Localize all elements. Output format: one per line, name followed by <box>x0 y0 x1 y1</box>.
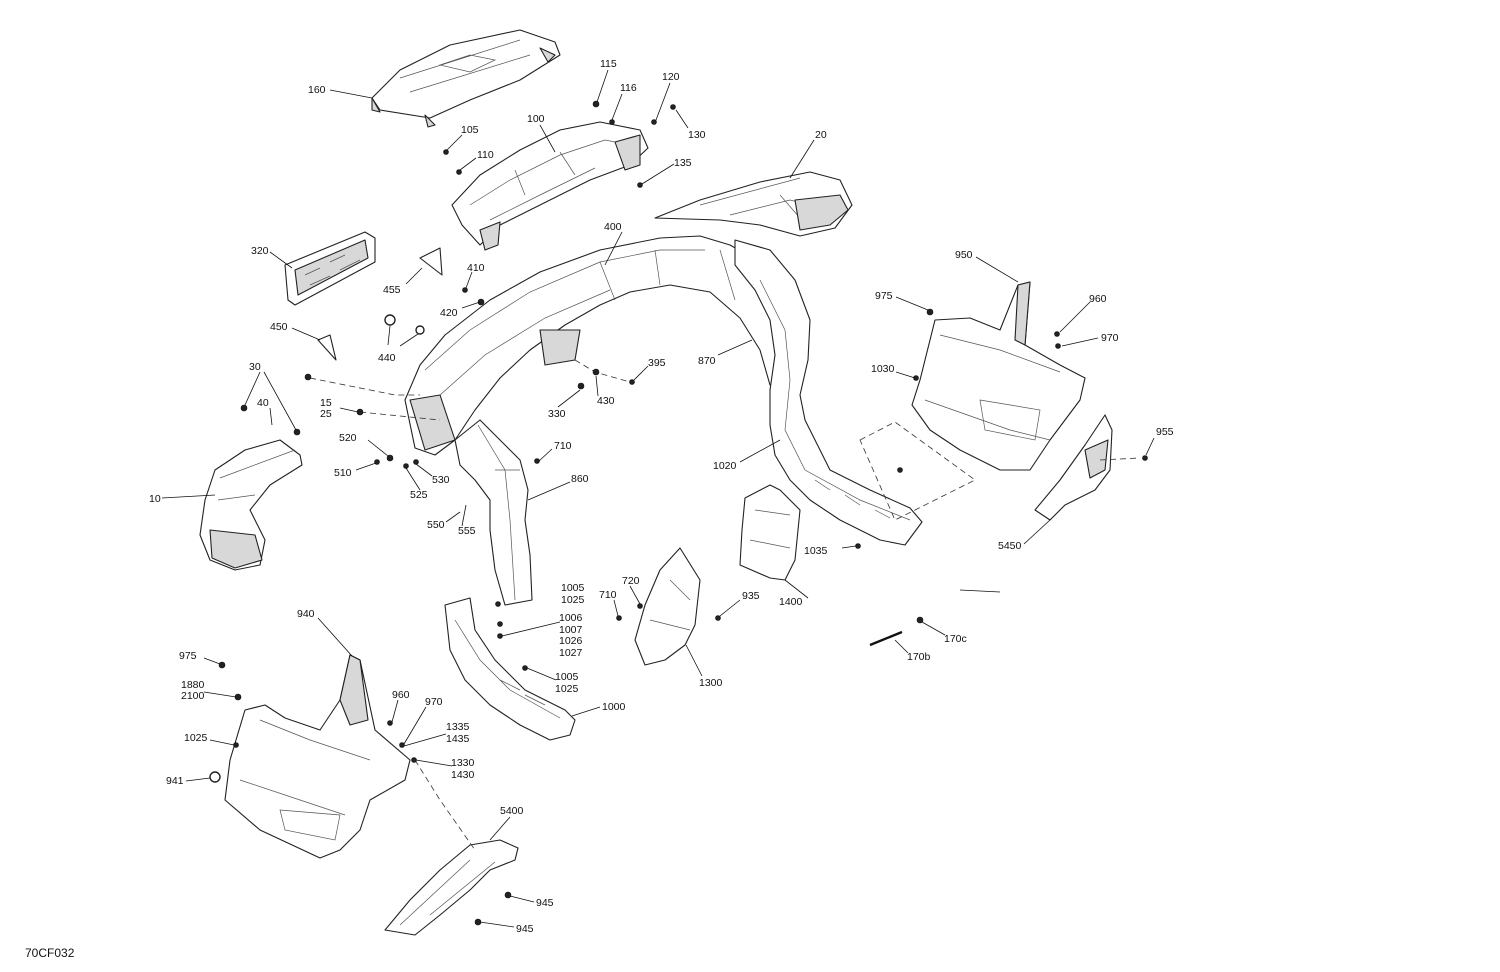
callout-30: 30 <box>249 361 261 373</box>
callout-1435: 1435 <box>446 733 470 745</box>
callout-530: 530 <box>432 474 450 486</box>
callout-1007: 1007 <box>559 624 583 636</box>
callout-1035: 1035 <box>804 545 828 557</box>
callout-420: 420 <box>440 307 458 319</box>
callout-1027: 1027 <box>559 647 583 659</box>
callout-945-upper: 945 <box>536 897 554 909</box>
callout-970-left: 970 <box>425 696 443 708</box>
part-950-floor-panel <box>911 281 1086 471</box>
callout-40: 40 <box>257 397 269 409</box>
part-10-panel <box>199 439 303 571</box>
callout-1430: 1430 <box>451 769 475 781</box>
callout-25: 25 <box>320 408 332 420</box>
callout-135: 135 <box>674 157 692 169</box>
callout-1300: 1300 <box>699 677 723 689</box>
callout-1025-upper: 1025 <box>561 594 585 606</box>
part-1300 <box>634 547 701 666</box>
part-940-floor-panel <box>224 654 411 859</box>
callout-20: 20 <box>815 129 827 141</box>
callout-395: 395 <box>648 357 666 369</box>
callout-170b: 170b <box>907 651 931 663</box>
part-1000-sill <box>444 597 576 741</box>
callout-525: 525 <box>410 489 428 501</box>
callout-320: 320 <box>251 245 269 257</box>
callout-1006: 1006 <box>559 612 583 624</box>
part-320-grille <box>284 231 376 306</box>
callout-720: 720 <box>622 575 640 587</box>
leader-lines <box>161 69 1155 928</box>
callout-960-right: 960 <box>1089 293 1107 305</box>
callout-120: 120 <box>662 71 680 83</box>
callout-110: 110 <box>477 149 494 161</box>
part-1400 <box>739 484 801 581</box>
callout-510: 510 <box>334 467 352 479</box>
callout-160: 160 <box>308 84 326 96</box>
part-450 <box>317 334 337 361</box>
callout-1005-upper: 1005 <box>561 582 585 594</box>
callout-100: 100 <box>527 113 545 125</box>
callout-440: 440 <box>378 352 396 364</box>
callout-555: 555 <box>458 525 476 537</box>
callout-400: 400 <box>604 221 622 233</box>
callout-2100: 2100 <box>181 690 205 702</box>
callout-710-bottom: 710 <box>599 589 617 601</box>
part-20-cover <box>654 171 853 237</box>
callout-940: 940 <box>297 608 315 620</box>
callout-labels: 160 115 116 120 130 105 100 110 135 20 4… <box>25 58 1174 960</box>
part-5400-side-cover <box>384 839 519 936</box>
callout-1025-left: 1025 <box>184 732 208 744</box>
part-160-top-cover <box>371 29 561 128</box>
callout-5450: 5450 <box>998 540 1022 552</box>
callout-975-right: 975 <box>875 290 893 302</box>
callout-950: 950 <box>955 249 973 261</box>
callout-130: 130 <box>688 129 706 141</box>
callout-1005-lower: 1005 <box>555 671 579 683</box>
part-870-right-leg <box>734 239 923 546</box>
callout-430: 430 <box>597 395 615 407</box>
callout-116: 116 <box>620 82 637 94</box>
callout-960-left: 960 <box>392 689 410 701</box>
callout-455: 455 <box>383 284 401 296</box>
callout-860: 860 <box>571 473 589 485</box>
callout-1030: 1030 <box>871 363 895 375</box>
callout-945-lower: 945 <box>516 923 534 935</box>
callout-550: 550 <box>427 519 445 531</box>
callout-15: 15 <box>320 397 332 409</box>
callout-975-left: 975 <box>179 650 197 662</box>
callout-970-right: 970 <box>1101 332 1119 344</box>
callout-410: 410 <box>467 262 485 274</box>
callout-941: 941 <box>166 775 184 787</box>
callout-450: 450 <box>270 321 288 333</box>
callout-115: 115 <box>600 58 617 70</box>
callout-1330: 1330 <box>451 757 475 769</box>
callout-1000: 1000 <box>602 701 626 713</box>
callout-1335: 1335 <box>446 721 470 733</box>
callout-1880: 1880 <box>181 679 205 691</box>
callout-935: 935 <box>742 590 760 602</box>
callout-1026: 1026 <box>559 635 583 647</box>
part-100-support <box>451 121 649 251</box>
callout-710-top: 710 <box>554 440 572 452</box>
callout-170c: 170c <box>944 633 967 645</box>
callout-10: 10 <box>149 493 161 505</box>
bolt-170b <box>869 630 903 647</box>
part-860-left-leg <box>454 419 533 606</box>
callout-330: 330 <box>548 408 566 420</box>
callout-520: 520 <box>339 432 357 444</box>
callout-955: 955 <box>1156 426 1174 438</box>
fasteners <box>209 100 1148 926</box>
callout-1020: 1020 <box>713 460 737 472</box>
callout-1025-lower: 1025 <box>555 683 579 695</box>
callout-105: 105 <box>461 124 479 136</box>
callout-1400: 1400 <box>779 596 803 608</box>
part-455 <box>419 247 443 276</box>
part-5450-side-cover <box>1034 414 1113 521</box>
callout-5400: 5400 <box>500 805 524 817</box>
callout-870: 870 <box>698 355 716 367</box>
diagram-code: 70CF032 <box>25 946 75 960</box>
